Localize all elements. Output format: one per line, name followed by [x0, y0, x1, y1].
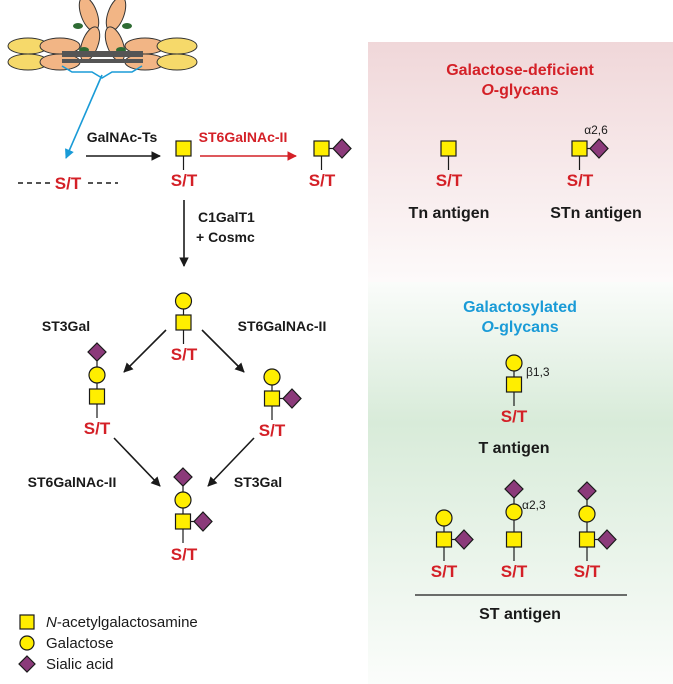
svg-text:S/T: S/T	[431, 562, 458, 581]
st-antigen-label: ST antigen	[479, 606, 561, 623]
enzyme-c1galt1: C1GalT1	[198, 209, 255, 225]
stn-glycan-pathway: S/T	[309, 138, 352, 190]
legend-label-galnac: N-acetylgalactosamine	[46, 614, 198, 631]
st-antigen-glycan-3: S/T	[574, 481, 617, 581]
stn-antigen-glycan: α2,6 S/T	[567, 123, 609, 190]
enzyme-st6galnac-bottom: ST6GalNAc-II	[28, 474, 117, 490]
enzyme-cosmc: + Cosmc	[196, 229, 255, 245]
galactosylated-title-line2: O-glycans	[481, 319, 558, 336]
legend-label-galactose: Galactose	[46, 635, 114, 652]
arrow-left-to-bottom	[113, 437, 161, 487]
arrow-to-right-branch	[201, 329, 245, 373]
arrow-right-to-bottom	[207, 437, 255, 487]
st-antigen-glycan-1: S/T	[431, 509, 474, 581]
svg-text:β1,3: β1,3	[526, 365, 550, 379]
t-antigen-glycan: β1,3 S/T	[501, 354, 550, 426]
legend-circle-icon	[19, 635, 35, 651]
tn-antigen-label: Tn antigen	[409, 205, 490, 222]
deficient-title-line2: O-glycans	[481, 82, 558, 99]
svg-text:α2,6: α2,6	[584, 123, 608, 137]
svg-text:S/T: S/T	[501, 407, 528, 426]
svg-text:S/T: S/T	[436, 171, 463, 190]
svg-text:S/T: S/T	[574, 562, 601, 581]
bottom-disialyl-glycan: S/T	[171, 467, 213, 564]
deficient-panel-background	[368, 42, 673, 282]
svg-text:S/T: S/T	[84, 419, 111, 438]
right-branch-glycan: S/T	[259, 368, 302, 440]
t-antigen-label: T antigen	[478, 440, 549, 457]
iga1-molecule-illustration	[7, 0, 198, 79]
enzyme-st6galnac-right: ST6GalNAc-II	[238, 318, 327, 334]
peptide-site-label: S/T	[55, 174, 82, 193]
svg-text:S/T: S/T	[171, 171, 198, 190]
t-glycan-pathway: S/T	[171, 292, 198, 364]
svg-text:S/T: S/T	[567, 171, 594, 190]
svg-text:S/T: S/T	[501, 562, 528, 581]
enzyme-st3gal-bottom: ST3Gal	[234, 474, 282, 490]
deficient-title-line1: Galactose-deficient	[446, 62, 594, 79]
enzyme-galnac-ts: GalNAc-Ts	[87, 129, 158, 145]
stn-antigen-label: STn antigen	[550, 205, 642, 222]
st-antigen-glycan-2: α2,3 S/T	[501, 479, 546, 581]
arrow-to-left-branch	[123, 329, 167, 373]
tn-antigen-glycan: S/T	[436, 140, 463, 190]
legend-square-icon	[19, 614, 35, 630]
legend-diamond-icon	[18, 655, 36, 673]
svg-text:S/T: S/T	[171, 545, 198, 564]
svg-text:S/T: S/T	[259, 421, 286, 440]
left-branch-glycan: S/T	[84, 342, 111, 438]
galactosylated-title-line1: Galactosylated	[463, 299, 577, 316]
galactosylated-panel-background	[368, 282, 673, 684]
svg-text:α2,3: α2,3	[522, 498, 546, 512]
legend-label-sialic: Sialic acid	[46, 656, 114, 673]
tn-glycan-pathway: S/T	[171, 140, 198, 190]
legend: N-acetylgalactosamine Galactose Sialic a…	[18, 614, 198, 673]
svg-text:S/T: S/T	[171, 345, 198, 364]
enzyme-st6galnac-red: ST6GalNAc-II	[199, 129, 288, 145]
enzyme-st3gal-left: ST3Gal	[42, 318, 90, 334]
svg-text:S/T: S/T	[309, 171, 336, 190]
blue-oglycan-site-arrow	[65, 74, 103, 159]
